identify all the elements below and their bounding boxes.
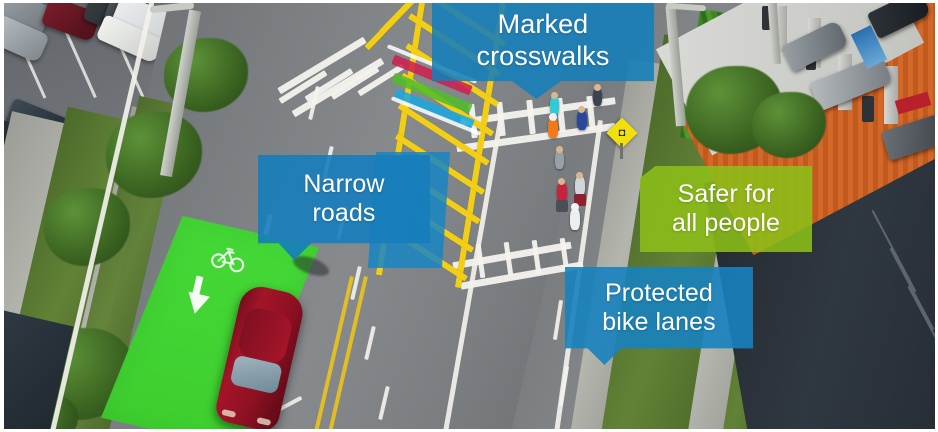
pedestrian [577,110,587,130]
callout-text-block: Narrow roads [303,170,384,229]
callout-line-2: bike lanes [602,308,716,336]
frame-edge-bottom [0,429,938,432]
callout-line-1: Protected [605,278,713,307]
callout-narrow-roads[interactable]: Narrow roads [258,155,430,260]
pedestrian-head [578,106,585,113]
callout-safer-for-all-people[interactable]: Safer for all people [640,166,812,252]
pedestrian [557,182,567,202]
cyclist [570,208,580,230]
frame-edge-left [0,0,4,432]
callout-line-2: all people [671,209,781,237]
pedestrian-head [594,84,601,91]
pedestrian [555,150,564,169]
pedestrian-head [556,146,563,153]
frame-edge-right [935,0,938,432]
callout-line-2: crosswalks [476,41,610,71]
pedestrian-head [558,178,565,185]
pedestrian-crossing-sign-glyph: ◘ [618,127,626,139]
cyclist-helmet [571,203,579,211]
pedestrian-head [551,92,558,99]
pedestrian-hiviz [548,118,558,138]
callout-line-1: Marked [497,9,589,40]
callout-text-block: Protected bike lanes [602,279,716,338]
sign-post [620,143,623,159]
pedestrian [550,96,559,115]
pedestrian-head [576,172,583,179]
fuel-pump [862,96,874,122]
stroller [556,200,568,212]
pedestrian [593,88,602,106]
bicycle-icon [211,247,245,273]
callout-text-block: Marked crosswalks [476,9,609,73]
callout-text-block: Safer for all people [672,180,780,239]
tree [752,92,826,158]
fuel-pump [762,6,772,30]
tree [44,188,130,266]
callout-line-2: roads [312,199,376,227]
callout-line-1: Safer for [677,179,775,208]
pedestrian [575,176,585,196]
callout-line-1: Narrow [303,169,385,198]
frame-edge-top [0,0,938,3]
pedestrian-head [549,113,557,121]
